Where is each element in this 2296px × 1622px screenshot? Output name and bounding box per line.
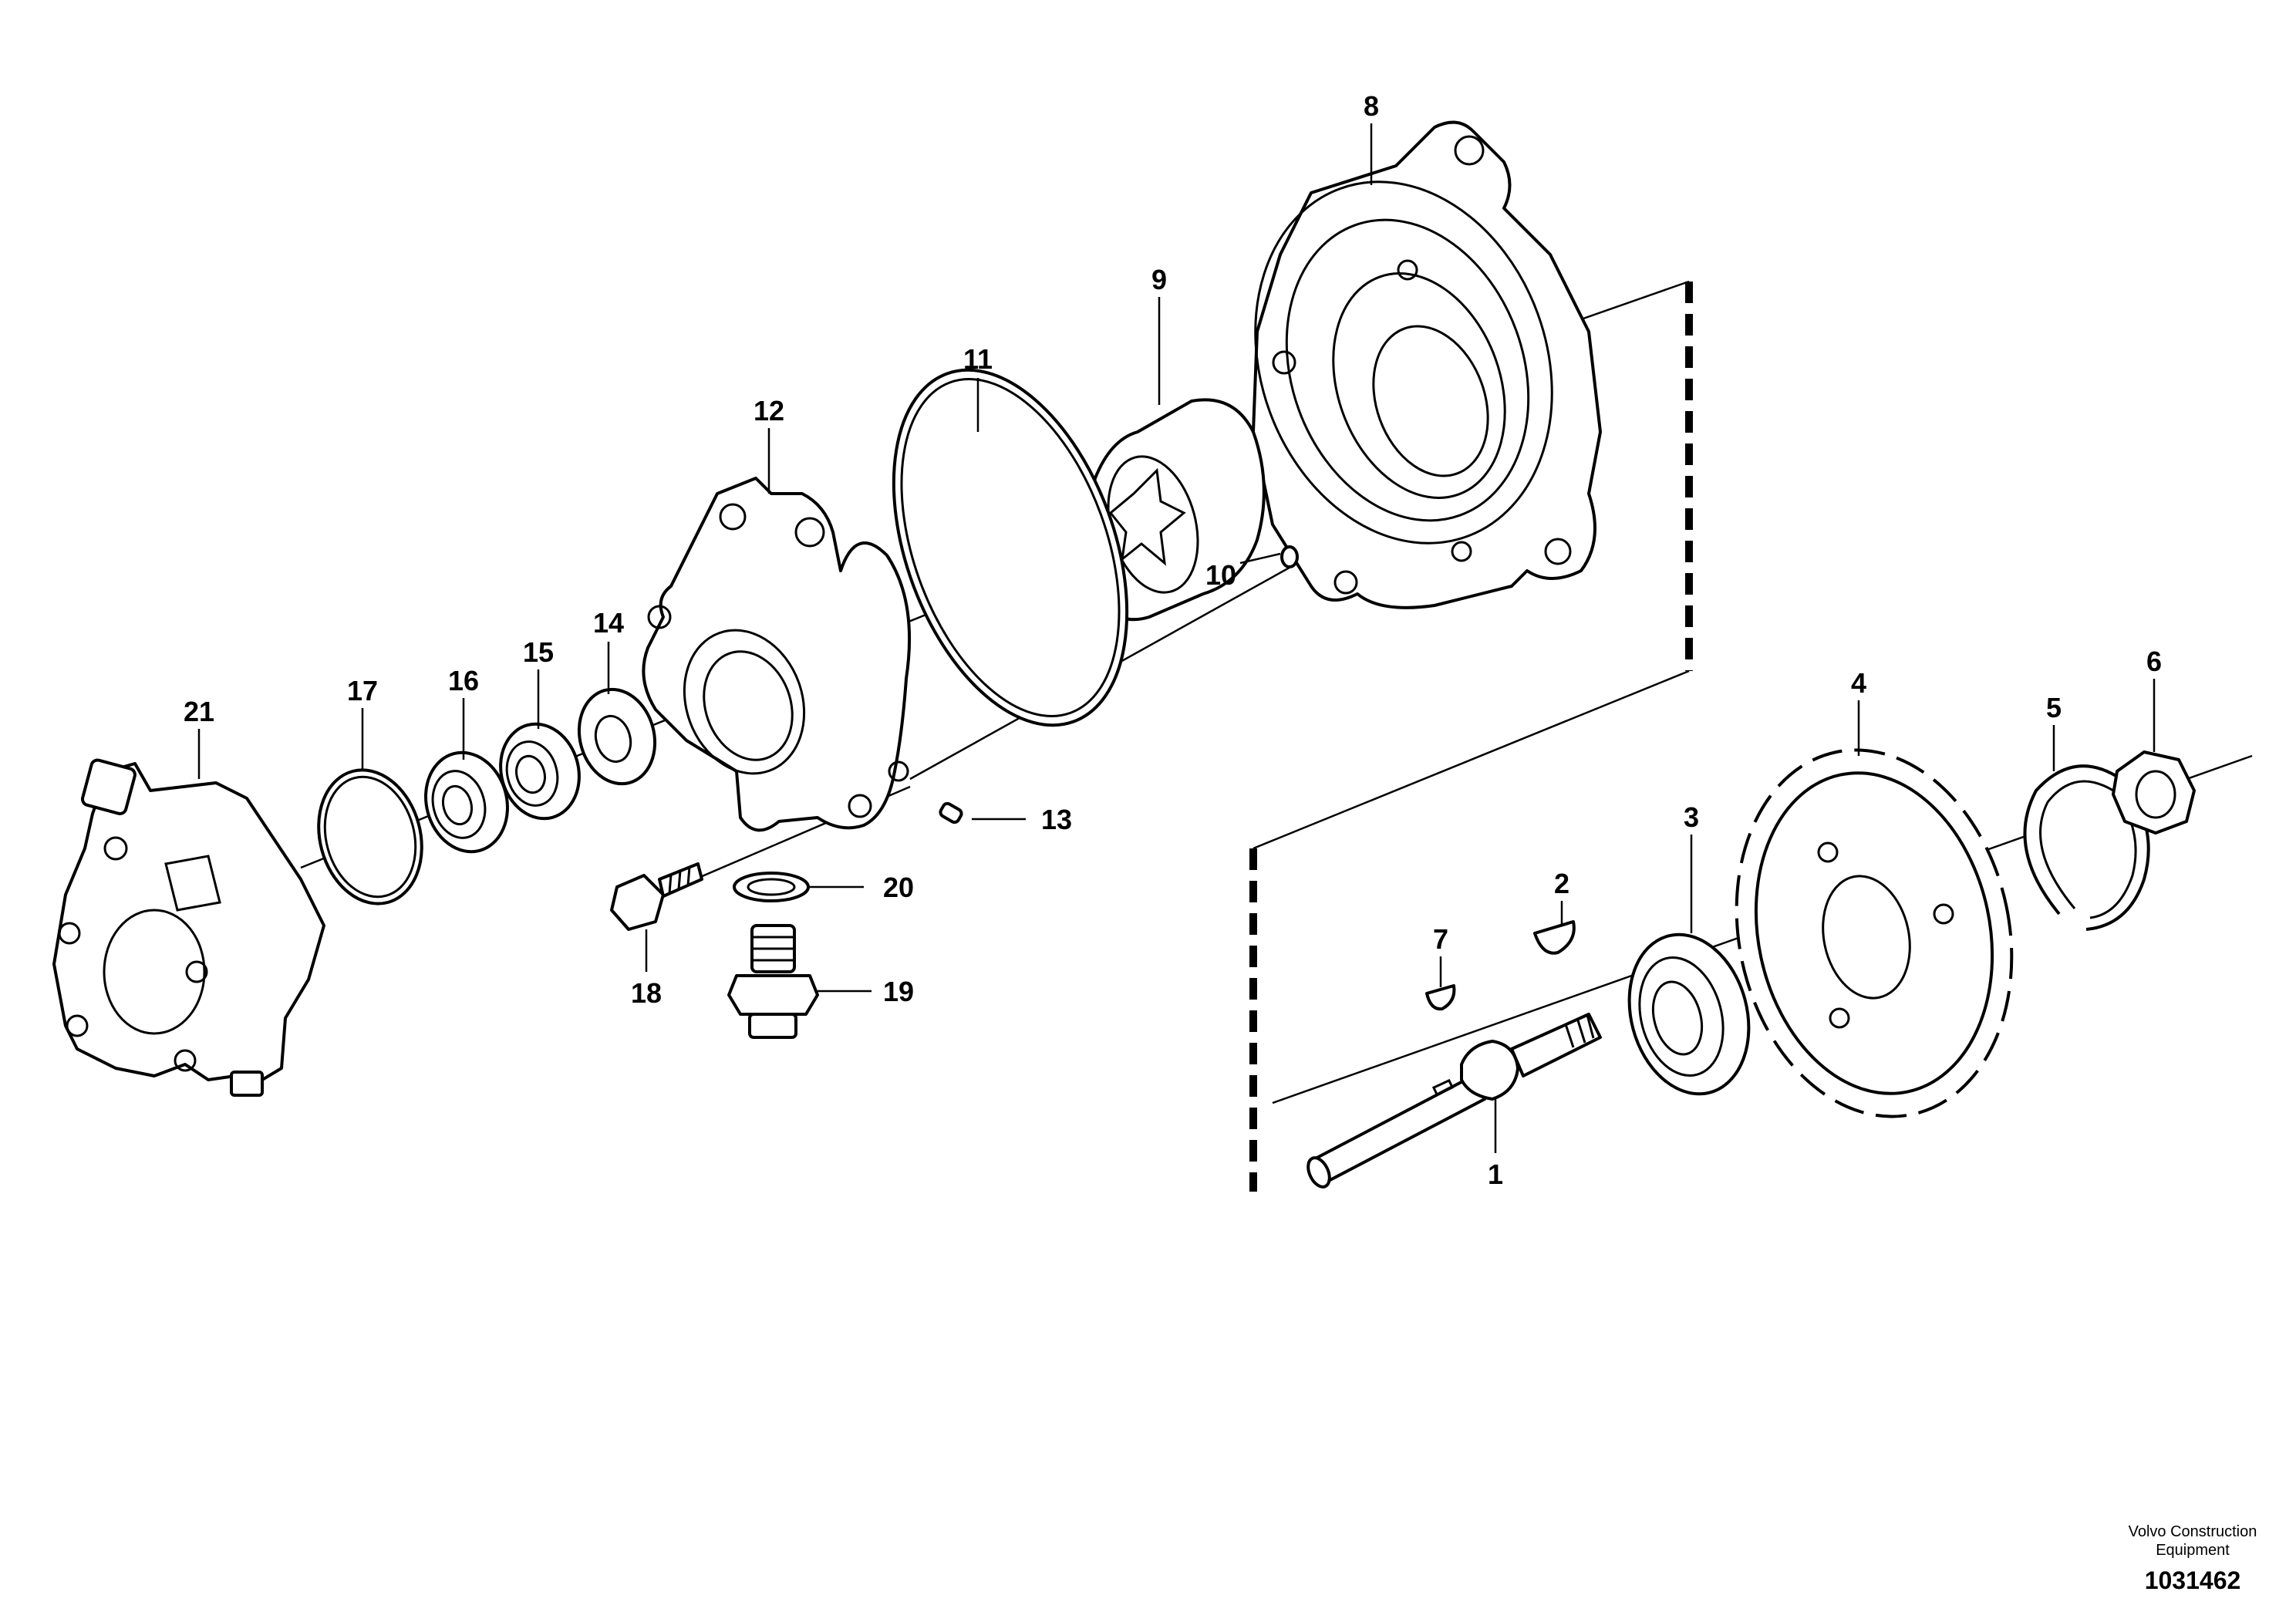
part-10-small-seal <box>1280 545 1299 568</box>
label-part-5: 5 <box>2046 692 2062 723</box>
part-7-key <box>1425 984 1456 1011</box>
label-part-18: 18 <box>631 977 662 1009</box>
part-17-oring <box>317 768 423 905</box>
part-2-key <box>1533 920 1576 955</box>
part-labels: 8 9 11 12 10 13 14 15 16 17 21 20 19 18 … <box>184 90 2162 1190</box>
part-20-washer <box>733 872 810 902</box>
part-13-dowel-pin <box>939 801 963 824</box>
label-part-16: 16 <box>448 665 479 696</box>
brand-name: Volvo Construction <box>2129 1523 2257 1540</box>
shaft-group-bracket <box>1249 282 1693 1192</box>
label-part-12: 12 <box>754 395 784 427</box>
label-part-17: 17 <box>347 675 378 706</box>
label-part-11: 11 <box>963 343 993 375</box>
part-8-housing <box>1252 120 1602 609</box>
part-12-pump-cover <box>642 477 912 832</box>
part-15-bearing <box>499 722 581 821</box>
label-part-3: 3 <box>1684 801 1699 833</box>
part-3-bearing <box>1627 932 1751 1096</box>
part-16-bearing <box>424 750 509 854</box>
label-part-10: 10 <box>1205 559 1236 591</box>
label-part-21: 21 <box>184 696 214 727</box>
label-part-7: 7 <box>1433 923 1448 955</box>
label-part-14: 14 <box>593 607 624 639</box>
label-part-1: 1 <box>1488 1158 1503 1190</box>
footer: Volvo Construction Equipment 1031462 <box>2129 1523 2257 1594</box>
label-part-6: 6 <box>2146 646 2162 677</box>
part-4-gear <box>1735 748 2014 1118</box>
part-19-fitting <box>727 924 819 1039</box>
label-part-20: 20 <box>883 872 914 903</box>
label-part-2: 2 <box>1554 868 1569 899</box>
label-part-15: 15 <box>523 636 554 668</box>
part-6-nut <box>2112 750 2196 835</box>
document-number: 1031462 <box>2145 1566 2241 1594</box>
part-14-seal <box>577 687 657 786</box>
label-part-4: 4 <box>1851 667 1866 699</box>
part-21-pump <box>52 758 325 1097</box>
part-18-bolt <box>610 862 703 931</box>
label-part-9: 9 <box>1151 264 1167 295</box>
label-part-13: 13 <box>1041 804 1072 835</box>
leader-lines <box>197 123 2156 1153</box>
part-1-shaft <box>1306 1013 1602 1189</box>
part-11-large-oring <box>892 368 1129 727</box>
brand-subtitle: Equipment <box>2156 1542 2230 1559</box>
label-part-19: 19 <box>883 976 914 1007</box>
label-part-8: 8 <box>1364 90 1379 122</box>
